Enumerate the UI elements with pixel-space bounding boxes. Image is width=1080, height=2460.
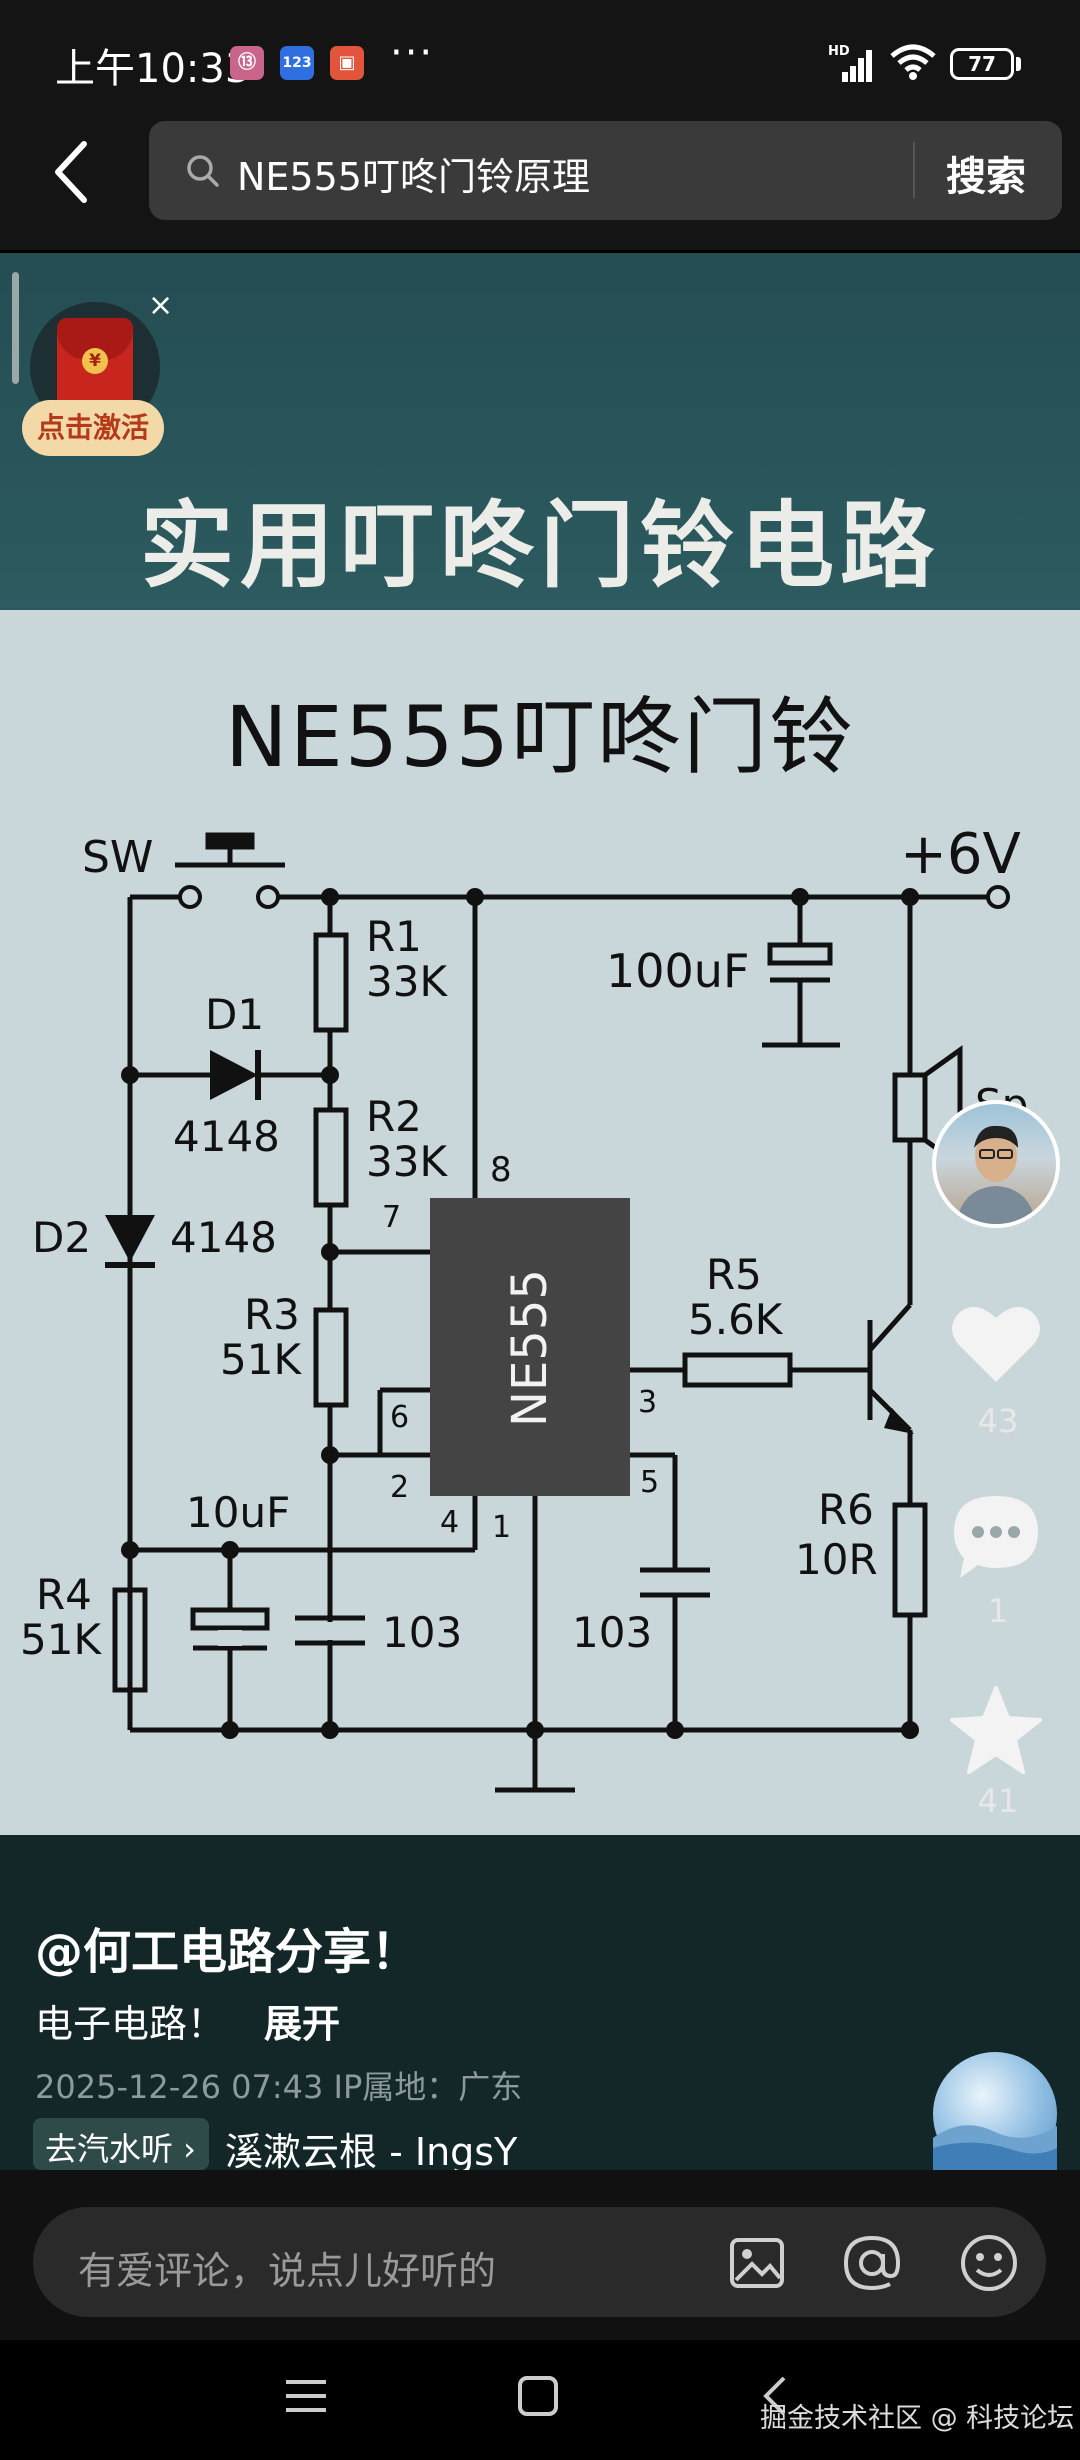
back-arrow-icon[interactable] xyxy=(42,132,102,212)
landscape-icon xyxy=(933,2125,1057,2176)
caption-panel xyxy=(0,1835,1080,2170)
more-notifications-icon: ··· xyxy=(390,30,435,76)
search-query-text[interactable]: NE555叮咚门铃原理 xyxy=(237,155,590,199)
status-time: 上午10:33 xyxy=(55,46,251,92)
like-heart-icon[interactable] xyxy=(950,1300,1042,1386)
diagram-title: NE555叮咚门铃 xyxy=(224,688,856,786)
app-notification-icon: ⑬ xyxy=(230,46,264,80)
battery-tip xyxy=(1016,57,1021,71)
wifi-icon xyxy=(890,44,936,80)
system-nav-bar xyxy=(0,2340,1080,2460)
favorite-count: 41 xyxy=(977,1782,1019,1820)
watermark-text: 掘金技术社区 @ 科技论坛 xyxy=(760,2403,1075,2434)
battery-icon: 77 xyxy=(950,48,1014,80)
comment-count: 1 xyxy=(987,1592,1009,1630)
person-icon xyxy=(956,1125,1036,1224)
poster-title: 实用叮咚门铃电路 xyxy=(139,492,940,601)
post-date-location: 2025-12-26 07:43 IP属地：广东 xyxy=(35,2068,523,2106)
poster-title-band xyxy=(0,253,1080,608)
hd-label: HD xyxy=(828,44,850,59)
shop-notification-icon: ▣ xyxy=(330,46,364,80)
search-icon xyxy=(187,155,219,187)
author-avatar[interactable] xyxy=(932,1100,1060,1228)
comment-placeholder[interactable]: 有爱评论，说点儿好听的 xyxy=(78,2249,497,2293)
music-disc[interactable] xyxy=(933,2052,1057,2176)
coin-icon: ¥ xyxy=(82,348,108,374)
image-icon[interactable] xyxy=(728,2236,786,2290)
nav-back-icon[interactable] xyxy=(756,2374,796,2418)
author-name[interactable]: @何工电路分享！ xyxy=(35,1924,420,1980)
signal-icon xyxy=(842,50,872,82)
search-divider xyxy=(913,142,915,198)
music-app-tag[interactable] xyxy=(33,2118,209,2170)
close-icon[interactable]: × xyxy=(148,288,174,323)
video-description: 电子电路！ xyxy=(35,2002,226,2046)
scroll-indicator xyxy=(12,272,19,384)
music-app-tag-label[interactable]: 去汽水听 › xyxy=(45,2130,196,2168)
search-input[interactable] xyxy=(149,121,1062,220)
emoji-icon[interactable] xyxy=(958,2232,1020,2294)
circuit-schematic xyxy=(105,832,1010,1793)
favorite-star-icon[interactable] xyxy=(950,1686,1042,1774)
comment-input[interactable] xyxy=(33,2207,1046,2317)
music-title[interactable]: 溪漱云根 - IngsY xyxy=(225,2130,518,2174)
calendar-notification-icon: 123 xyxy=(280,46,314,80)
comment-icon[interactable] xyxy=(950,1492,1042,1582)
activate-button[interactable]: 点击激活 xyxy=(22,400,164,456)
search-button[interactable]: 搜索 xyxy=(946,154,1026,200)
menu-icon[interactable] xyxy=(284,2376,328,2416)
expand-button[interactable]: 展开 xyxy=(264,2002,341,2046)
like-count: 43 xyxy=(977,1402,1019,1440)
home-square-icon[interactable] xyxy=(516,2374,560,2418)
mention-icon[interactable] xyxy=(840,2232,904,2294)
